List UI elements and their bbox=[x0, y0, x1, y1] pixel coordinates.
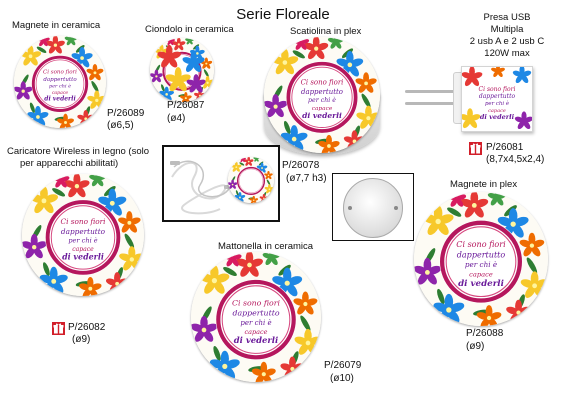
scatiolina-name: Scatiolina in plex bbox=[290, 26, 362, 37]
caricatore-thumb bbox=[228, 157, 274, 203]
caricatore-name-l1: Caricatore Wireless in legno (solo bbox=[7, 146, 150, 157]
motto-line: dappertutto bbox=[43, 77, 77, 83]
magnete-plex-size: (ø9) bbox=[466, 341, 485, 352]
motto-line: dappertutto bbox=[457, 251, 506, 260]
motto-line: per chi è bbox=[49, 83, 71, 90]
motto-line: capace bbox=[469, 270, 493, 278]
gift-icon bbox=[469, 142, 482, 155]
motto-line: capace bbox=[488, 108, 506, 114]
plex-back-photo bbox=[332, 173, 414, 241]
motto-line: per chi è bbox=[465, 260, 497, 269]
magnete-plex-image: Ci sono fiori dappertutto per chi è capa… bbox=[414, 192, 548, 326]
motto-line: di vederli bbox=[480, 113, 515, 121]
motto-line: Ci sono fiori bbox=[456, 240, 506, 249]
scatiolina-image: Ci sono fiori dappertutto per chi è capa… bbox=[262, 37, 382, 161]
caricatore-name-l2: per apparecchi abilitati) bbox=[20, 158, 119, 169]
motto-line: di vederli bbox=[458, 279, 504, 289]
presa-usb-name-l2: Multipla bbox=[490, 24, 524, 35]
mattonella-name: Mattonella in ceramica bbox=[218, 241, 314, 252]
mattonella-image: Ci sono fiori dappertutto per chi è capa… bbox=[191, 252, 321, 382]
magnete-plex-code: P/26088 bbox=[466, 328, 504, 339]
motto-line: dappertutto bbox=[301, 88, 343, 96]
motto-line: Ci sono fiori bbox=[479, 86, 516, 93]
motto-line: di vederli bbox=[302, 111, 342, 120]
motto-line: di vederli bbox=[234, 335, 278, 345]
motto-line: di vederli bbox=[44, 95, 76, 102]
motto-line: Ci sono fiori bbox=[61, 217, 106, 226]
magnete-ceramica-name: Magnete in ceramica bbox=[12, 20, 101, 31]
magnete-ceramica-size: (ø6,5) bbox=[107, 120, 134, 131]
gift-icon bbox=[52, 322, 65, 335]
motto-line: capace bbox=[244, 328, 267, 336]
presa-usb-name-l4: 120W max bbox=[484, 48, 530, 59]
motto-line: dappertutto bbox=[479, 93, 516, 100]
caricatore-cable-photo bbox=[162, 145, 280, 222]
magnete-ceramica-image: Ci sono fiori dappertutto per chi è capa… bbox=[14, 36, 106, 128]
ciondolo-code: P/26087 bbox=[167, 100, 205, 111]
ciondolo-size: (ø4) bbox=[167, 113, 186, 124]
caricatore-code: P/26082 bbox=[68, 322, 106, 333]
motto-line: Ci sono fiori bbox=[43, 70, 77, 76]
scatiolina-size: (ø7,7 h3) bbox=[286, 173, 327, 184]
ciondolo-name: Ciondolo in ceramica bbox=[145, 24, 234, 35]
motto-line: per chi è bbox=[308, 97, 336, 104]
presa-usb-code: P/26081 bbox=[486, 142, 524, 153]
magnete-ceramica-code: P/26089 bbox=[107, 108, 145, 119]
motto-line: di vederli bbox=[62, 252, 104, 261]
motto-line: per chi è bbox=[240, 318, 271, 327]
motto-line: dappertutto bbox=[232, 309, 279, 318]
magnete-plex-name: Magnete in plex bbox=[450, 179, 518, 190]
presa-usb-image: Ci sono fiori dappertutto per chi è capa… bbox=[405, 62, 543, 136]
motto-line: capace bbox=[52, 91, 69, 96]
caricatore-size: (ø9) bbox=[72, 334, 91, 345]
motto-line: per chi è bbox=[485, 100, 509, 107]
motto-line: Ci sono fiori bbox=[232, 298, 280, 307]
motto-line: Ci sono fiori bbox=[301, 79, 344, 87]
caricatore-image: Ci sono fiori dappertutto per chi è capa… bbox=[22, 174, 144, 296]
motto-line: dappertutto bbox=[61, 227, 106, 236]
mattonella-size: (ø10) bbox=[330, 373, 354, 384]
ciondolo-image bbox=[150, 38, 214, 102]
motto-line: capace bbox=[312, 106, 333, 112]
presa-usb-name-l3: 2 usb A e 2 usb C bbox=[469, 36, 545, 47]
page-title: Serie Floreale bbox=[236, 6, 330, 23]
motto-line: per chi è bbox=[68, 236, 97, 244]
presa-usb-size: (8,7x4,5x2,4) bbox=[486, 154, 545, 165]
presa-usb-name-l1: Presa USB bbox=[483, 12, 531, 23]
mattonella-code: P/26079 bbox=[324, 360, 362, 371]
motto-line: capace bbox=[72, 246, 94, 253]
scatiolina-code: P/26078 bbox=[282, 160, 320, 171]
